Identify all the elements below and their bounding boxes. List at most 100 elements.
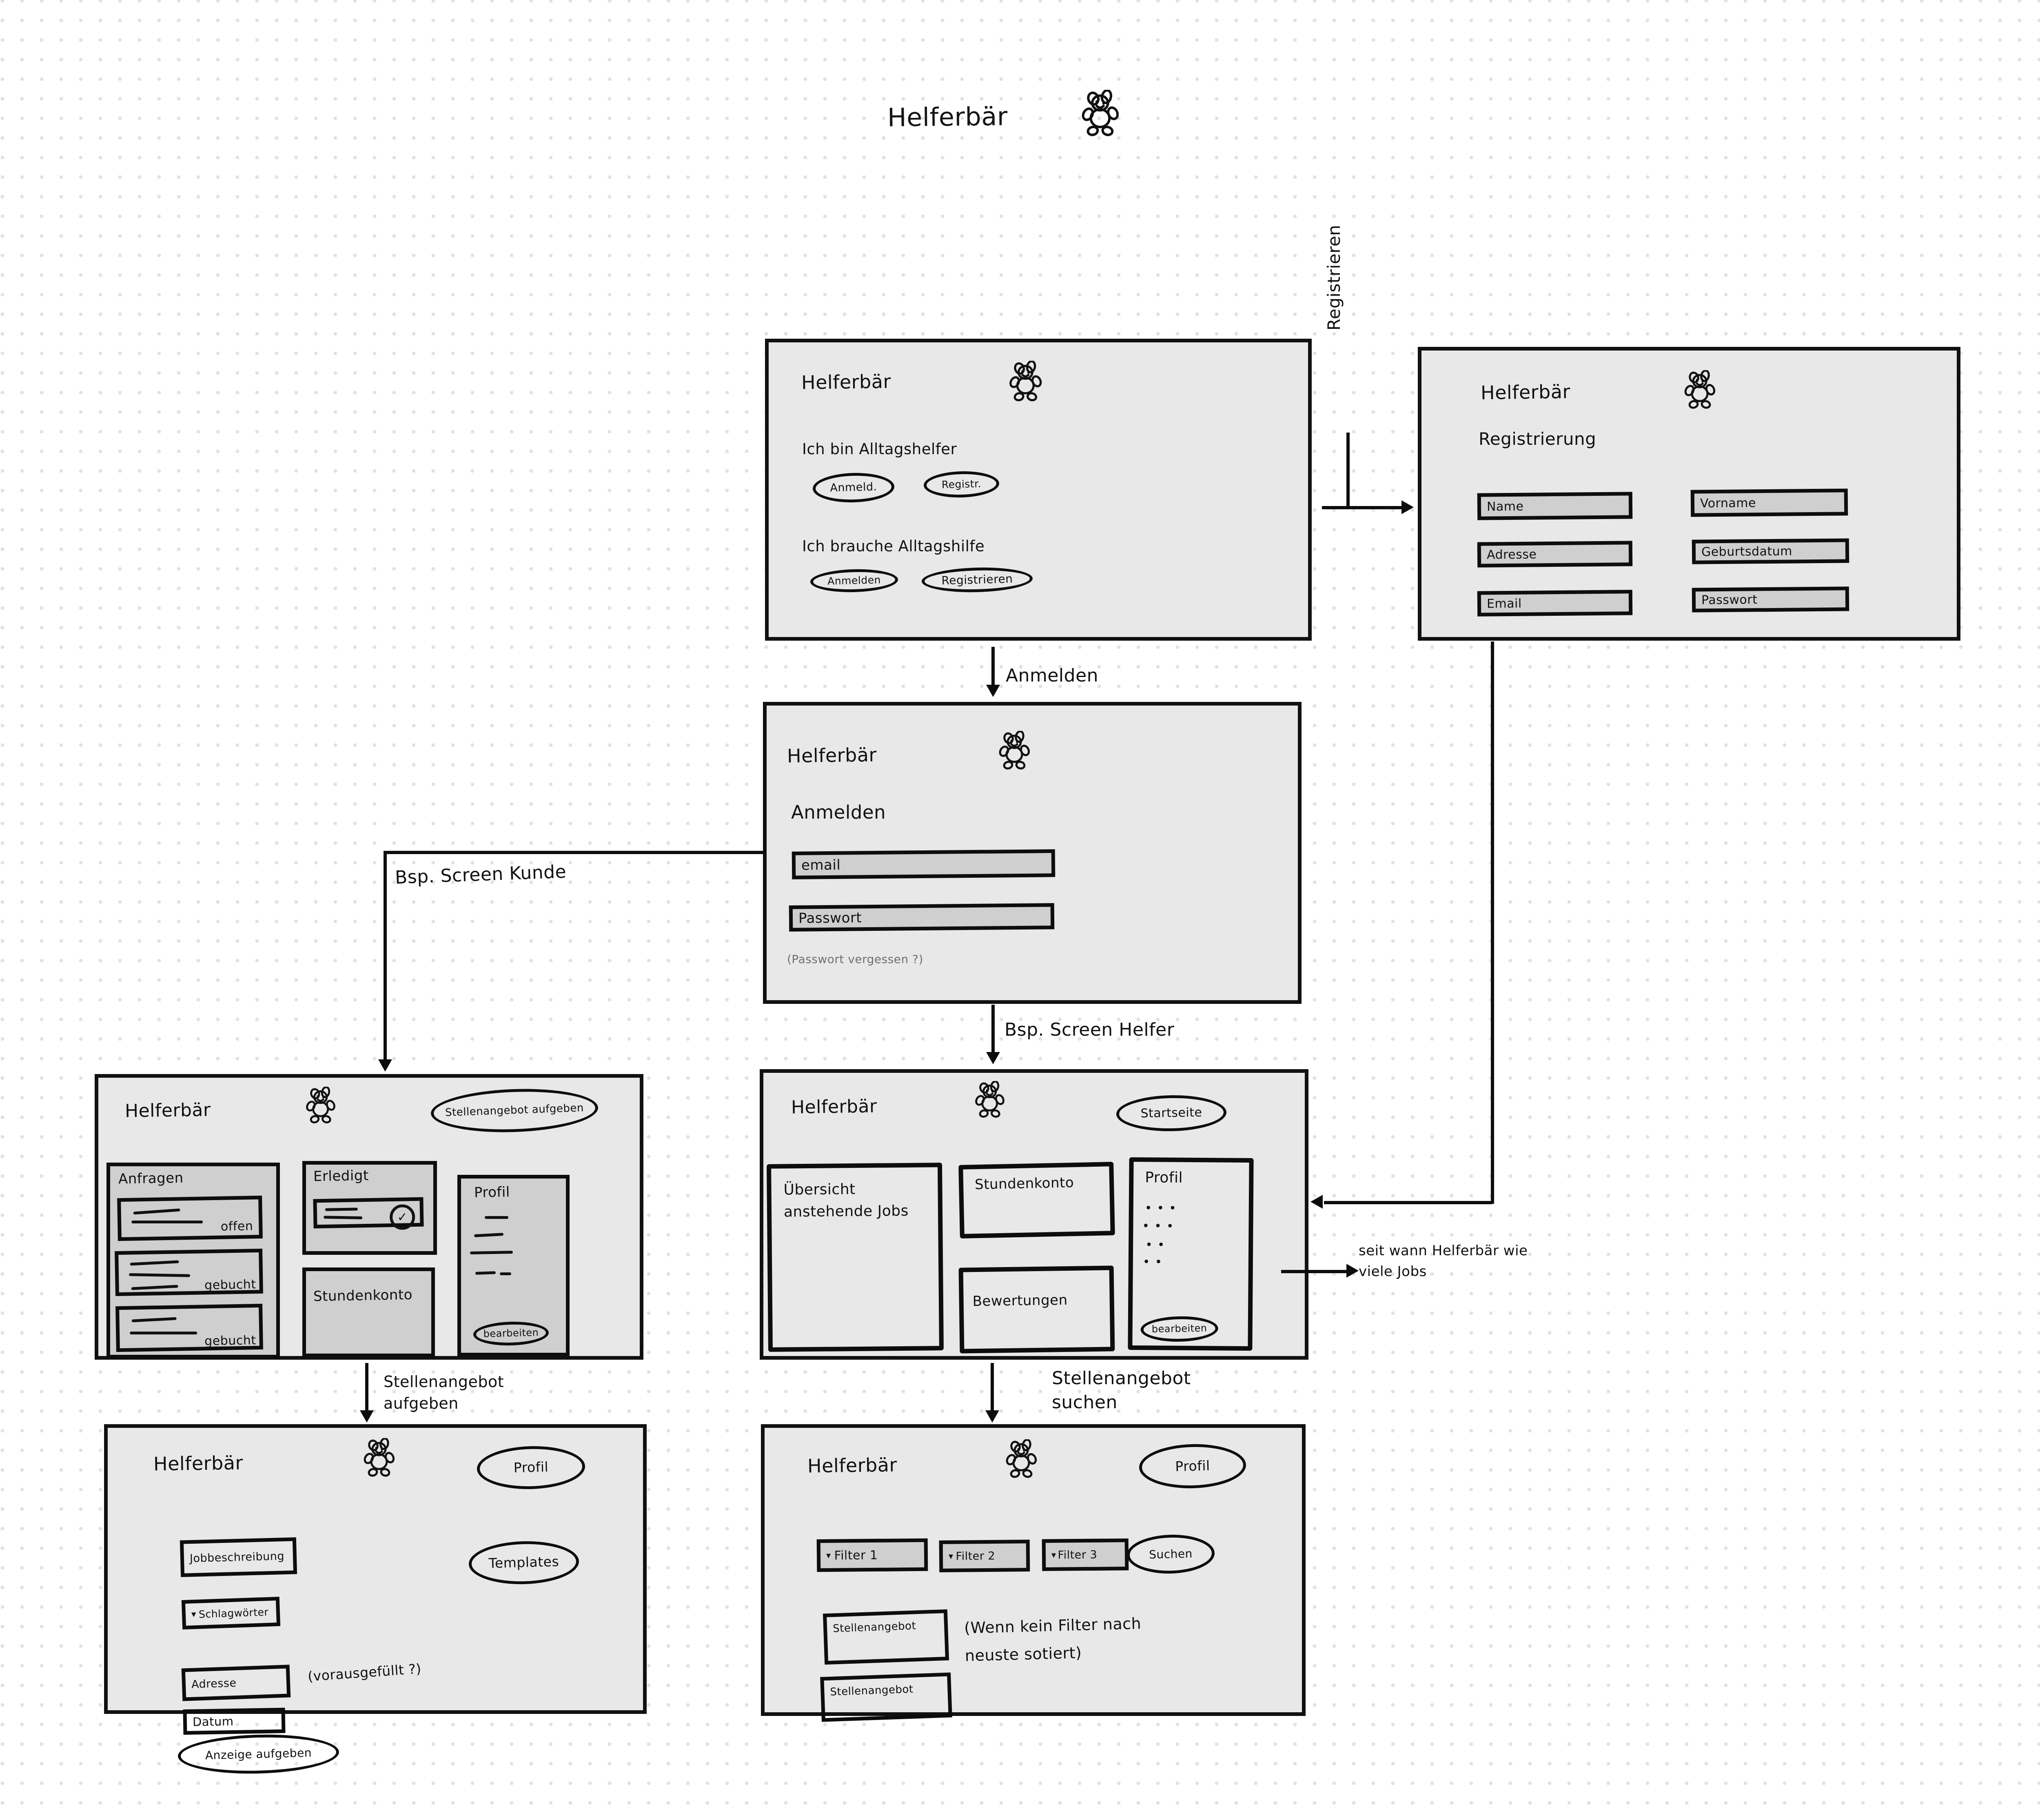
connector-login-line bbox=[991, 647, 995, 686]
name-field[interactable]: Name bbox=[1477, 492, 1633, 520]
hours-panel: Stundenkonto bbox=[302, 1267, 435, 1357]
connector-register-line bbox=[1322, 506, 1404, 509]
annotation-arrow bbox=[1346, 1264, 1359, 1278]
teddy-bear-icon bbox=[360, 1437, 401, 1480]
connector-customer-line bbox=[384, 851, 387, 1061]
connector-search-job-label: Stellenangebot suchen bbox=[1052, 1368, 1191, 1413]
brand-title: Helferbär bbox=[1480, 380, 1571, 404]
sort-note: (Wenn kein Filter nach neuste sotiert) bbox=[964, 1614, 1142, 1665]
templates-button[interactable]: Templates bbox=[468, 1540, 580, 1586]
teddy-bear-icon bbox=[1681, 369, 1721, 413]
teddy-bear-icon bbox=[995, 730, 1036, 773]
brand-title: Helferbär bbox=[787, 744, 877, 767]
connector-registration-to-helper-line bbox=[1491, 641, 1494, 1204]
filter-3-select[interactable]: ▾ Filter 3 bbox=[1042, 1538, 1129, 1571]
request-row[interactable]: offen bbox=[117, 1195, 263, 1241]
request-status: gebucht bbox=[204, 1277, 256, 1293]
passwort-field[interactable]: Passwort bbox=[1692, 586, 1849, 613]
login-heading: Anmelden bbox=[791, 801, 886, 823]
profile-placeholder-dots: ••• bbox=[1142, 1219, 1179, 1234]
address-field[interactable]: Adresse bbox=[181, 1665, 291, 1701]
request-row[interactable]: gebucht bbox=[115, 1248, 263, 1296]
filter-2-select[interactable]: ▾ Filter 2 bbox=[939, 1540, 1030, 1572]
helper-row-label: Ich bin Alltagshelfer bbox=[802, 440, 957, 458]
connector-helper-arrow bbox=[986, 1052, 1000, 1064]
connector-post-job-arrow bbox=[360, 1410, 374, 1423]
connector-register-arrow bbox=[1401, 500, 1414, 514]
profile-placeholder-dots: •• bbox=[1145, 1238, 1170, 1252]
search-button[interactable]: Suchen bbox=[1126, 1534, 1215, 1575]
geburtsdatum-field[interactable]: Geburtsdatum bbox=[1692, 538, 1849, 564]
date-field[interactable]: Datum bbox=[183, 1707, 286, 1735]
helper-login-button[interactable]: Anmeld. bbox=[812, 472, 895, 504]
login-email-input[interactable]: email bbox=[792, 849, 1055, 879]
post-job-button[interactable]: Stellenangebot aufgeben bbox=[430, 1086, 599, 1135]
overview-panel: Übersicht anstehende Jobs bbox=[767, 1163, 944, 1352]
teddy-bear-icon bbox=[1077, 89, 1126, 140]
connector-customer-arrow bbox=[378, 1059, 392, 1072]
job-result-card[interactable]: Stellenangebot bbox=[820, 1672, 952, 1722]
connector-register-label: Registrieren bbox=[1324, 224, 1344, 331]
screen-customer-dashboard: Helferbär Stellenangebot aufgeben Anfrag… bbox=[95, 1074, 643, 1360]
brand-title: Helferbär bbox=[801, 370, 891, 394]
screen-post-job: Helferbär Profil Templates Jobbeschreibu… bbox=[104, 1424, 647, 1776]
done-item[interactable]: ✓ bbox=[313, 1197, 424, 1230]
connector-login-arrow bbox=[986, 685, 1000, 697]
connector-customer-label: Bsp. Screen Kunde bbox=[395, 861, 567, 888]
request-row[interactable]: gebucht bbox=[115, 1303, 263, 1352]
profile-panel-title: Profil bbox=[1145, 1169, 1183, 1186]
email-field[interactable]: Email bbox=[1477, 590, 1633, 617]
screen-registration: Helferbär Registrierung Name Vorname Adr… bbox=[1418, 347, 1960, 641]
profile-panel: Profil bearbeiten bbox=[457, 1175, 570, 1356]
connector-helper-label: Bsp. Screen Helfer bbox=[1004, 1019, 1175, 1040]
request-status: gebucht bbox=[204, 1333, 256, 1349]
forgot-password-link[interactable]: (Passwort vergessen ?) bbox=[787, 952, 923, 966]
connector-search-job-line bbox=[991, 1363, 994, 1411]
connector-registration-to-helper-line bbox=[1324, 1201, 1492, 1204]
prefilled-note: (vorausgefüllt ?) bbox=[307, 1660, 422, 1685]
profile-placeholder-dots: •• bbox=[1142, 1255, 1167, 1270]
profile-edit-button[interactable]: bearbeiten bbox=[473, 1321, 549, 1347]
teddy-bear-icon bbox=[1005, 360, 1048, 405]
customer-register-button[interactable]: Registrieren bbox=[921, 566, 1033, 594]
profile-button[interactable]: Profil bbox=[1138, 1443, 1247, 1490]
done-panel-title: Erledigt bbox=[313, 1167, 369, 1185]
customer-login-button[interactable]: Anmelden bbox=[810, 568, 898, 593]
connector-login-label: Anmelden bbox=[1006, 665, 1099, 686]
job-description-field[interactable]: Jobbeschreibung bbox=[180, 1537, 297, 1577]
hours-panel: Stundenkonto bbox=[958, 1162, 1115, 1238]
connector-post-job-line bbox=[365, 1363, 368, 1411]
teddy-bear-icon bbox=[971, 1080, 1010, 1121]
connector-helper-line bbox=[991, 1005, 995, 1053]
profile-panel-title: Profil bbox=[474, 1184, 510, 1201]
connector-registration-to-helper-arrow bbox=[1310, 1195, 1323, 1209]
screen-helper-dashboard: Helferbär Startseite Übersicht anstehend… bbox=[760, 1069, 1308, 1360]
home-button[interactable]: Startseite bbox=[1116, 1094, 1227, 1132]
helper-register-button[interactable]: Registr. bbox=[923, 470, 1000, 499]
connector-search-job-arrow bbox=[985, 1410, 999, 1423]
login-password-input[interactable]: Passwort bbox=[789, 903, 1055, 932]
ratings-panel: Bewertungen bbox=[958, 1265, 1115, 1354]
submit-ad-button[interactable]: Anzeige aufgeben bbox=[177, 1732, 340, 1776]
adresse-field[interactable]: Adresse bbox=[1477, 541, 1633, 568]
connector-post-job-label: Stellenangebot aufgeben bbox=[384, 1373, 504, 1413]
profile-placeholder-dots: ••• bbox=[1144, 1201, 1181, 1216]
filter-1-select[interactable]: ▾ Filter 1 bbox=[816, 1538, 928, 1572]
job-result-card[interactable]: Stellenangebot bbox=[823, 1609, 949, 1665]
screen-landing: Helferbär Ich bin Alltagshelfer Anmeld. … bbox=[765, 339, 1312, 641]
registration-heading: Registrierung bbox=[1479, 429, 1597, 449]
profile-annotation: seit wann Helferbär wie viele Jobs bbox=[1359, 1243, 1528, 1280]
profile-edit-button[interactable]: bearbeiten bbox=[1140, 1315, 1219, 1343]
hours-panel-title: Stundenkonto bbox=[974, 1174, 1074, 1193]
vorname-field[interactable]: Vorname bbox=[1690, 488, 1848, 517]
connector-register-line bbox=[1346, 433, 1350, 508]
screen-login: Helferbär Anmelden email Passwort (Passw… bbox=[763, 702, 1302, 1004]
brand-title: Helferbär bbox=[807, 1454, 898, 1477]
profile-button[interactable]: Profil bbox=[476, 1445, 586, 1491]
hours-panel-title: Stundenkonto bbox=[313, 1286, 413, 1305]
customer-row-label: Ich brauche Alltagshilfe bbox=[802, 537, 985, 555]
requests-panel: Anfragen offen gebucht gebucht bbox=[106, 1163, 280, 1358]
keywords-field[interactable]: ▾ Schlagwörter bbox=[181, 1596, 281, 1630]
brand-title: Helferbär bbox=[153, 1452, 244, 1475]
requests-panel-title: Anfragen bbox=[118, 1170, 184, 1187]
